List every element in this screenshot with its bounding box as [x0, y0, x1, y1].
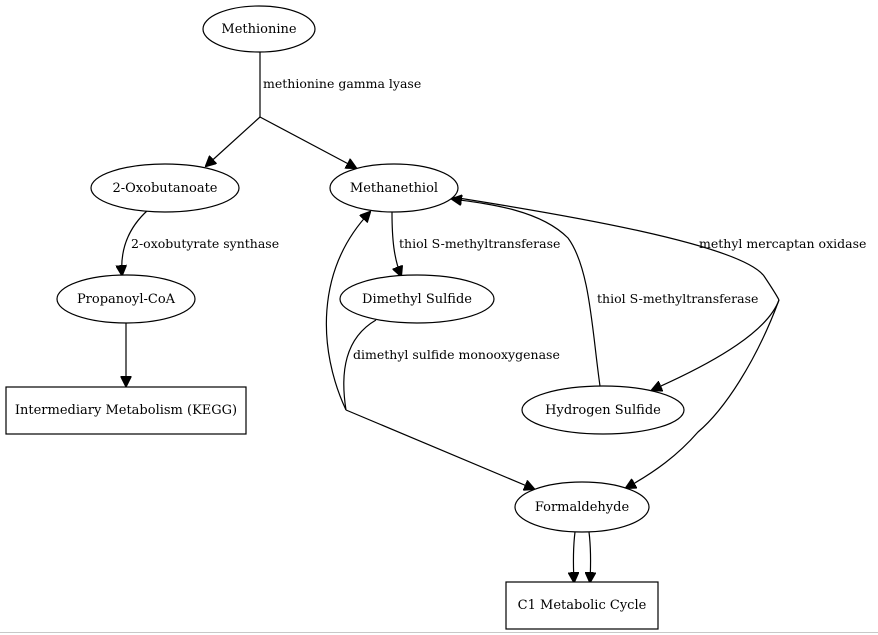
- svg-text:Methionine: Methionine: [221, 22, 296, 37]
- node-hydrogen-sulfide: Hydrogen Sulfide: [521, 385, 685, 435]
- label-thiol-methyltransferase-1: thiol S-methyltransferase: [399, 236, 560, 251]
- edge-oxidase-to-hydrogen-sulfide: [652, 299, 780, 390]
- label-oxobutyrate-synthase: 2-oxobutyrate synthase: [131, 236, 279, 251]
- label-methyl-mercaptan-oxidase: methyl mercaptan oxidase: [699, 236, 866, 251]
- svg-text:Dimethyl Sulfide: Dimethyl Sulfide: [362, 292, 472, 307]
- node-methionine: Methionine: [202, 5, 316, 53]
- edge-oxobutanoate-to-propanoyl-coa: [122, 209, 149, 275]
- edge-hydrogen-sulfide-to-methanethiol: [452, 199, 601, 387]
- label-methionine-gamma-lyase: methionine gamma lyase: [263, 76, 421, 91]
- svg-text:Propanoyl-CoA: Propanoyl-CoA: [77, 292, 176, 307]
- edge-lyase-to-methanethiol: [259, 116, 356, 168]
- svg-text:Methanethiol: Methanethiol: [350, 181, 438, 196]
- node-dimethyl-sulfide: Dimethyl Sulfide: [339, 274, 495, 324]
- svg-text:Intermediary Metabolism (KEGG): Intermediary Metabolism (KEGG): [15, 403, 237, 418]
- edge-monooxygenase-to-formaldehyde: [345, 409, 534, 489]
- edge-formaldehyde-to-c1-cycle-a: [573, 531, 575, 582]
- edge-lyase-to-oxobutanoate: [206, 116, 261, 166]
- svg-text:C1 Metabolic Cycle: C1 Metabolic Cycle: [518, 598, 647, 613]
- bottom-divider: [0, 632, 878, 633]
- node-formaldehyde: Formaldehyde: [514, 481, 650, 533]
- label-dimethyl-sulfide-monooxygenase: dimethyl sulfide monooxygenase: [353, 347, 560, 362]
- label-thiol-methyltransferase-2: thiol S-methyltransferase: [597, 291, 758, 306]
- edge-methanethiol-to-dimethyl-sulfide: [391, 211, 401, 276]
- edge-dimethyl-sulfide-to-monooxygenase-junction: [343, 319, 377, 411]
- edge-monooxygenase-to-methanethiol: [325, 212, 370, 411]
- svg-text:2-Oxobutanoate: 2-Oxobutanoate: [112, 181, 217, 196]
- node-c1-metabolic-cycle: C1 Metabolic Cycle: [505, 581, 659, 630]
- edge-labels: methionine gamma lyase 2-oxobutyrate syn…: [131, 76, 866, 362]
- node-propanoyl-coa: Propanoyl-CoA: [56, 274, 196, 324]
- svg-text:Formaldehyde: Formaldehyde: [535, 500, 630, 515]
- edges: [122, 52, 780, 582]
- edge-methanethiol-to-oxidase-junction: [451, 196, 780, 301]
- node-methanethiol: Methanethiol: [329, 163, 459, 213]
- node-intermediary-metabolism: Intermediary Metabolism (KEGG): [5, 386, 247, 435]
- edge-oxidase-to-formaldehyde: [626, 299, 780, 488]
- node-2-oxobutanoate: 2-Oxobutanoate: [90, 163, 240, 213]
- edge-formaldehyde-to-c1-cycle-b: [589, 531, 591, 582]
- svg-text:Hydrogen Sulfide: Hydrogen Sulfide: [545, 403, 661, 418]
